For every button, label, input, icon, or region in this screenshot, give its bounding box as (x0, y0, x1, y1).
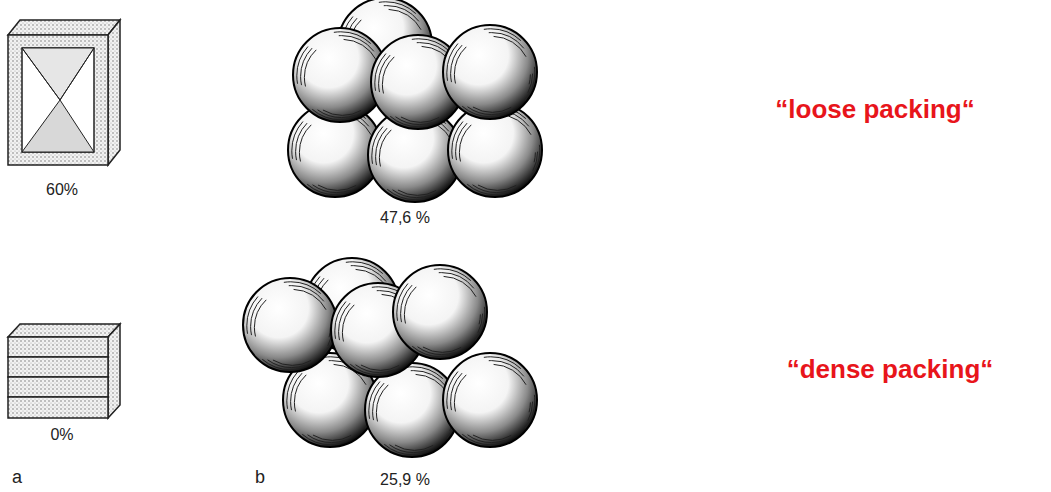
open-cube (8, 20, 120, 165)
porosity-value: 60% (46, 180, 78, 199)
packing-title: “dense packing“ (787, 354, 994, 385)
panel-letter: b (255, 467, 265, 489)
stacked-plates (8, 324, 120, 418)
sphere (393, 265, 487, 359)
porosity-value: 0% (50, 425, 73, 444)
porosity-value: 47,6 % (380, 208, 430, 227)
sphere (443, 25, 537, 119)
sphere (243, 278, 337, 372)
panel-letter: a (12, 467, 22, 489)
packing-title: “loose packing“ (775, 94, 974, 125)
sphere-packings (243, 0, 542, 457)
sphere (443, 353, 537, 447)
porosity-value: 25,9 % (380, 470, 430, 489)
